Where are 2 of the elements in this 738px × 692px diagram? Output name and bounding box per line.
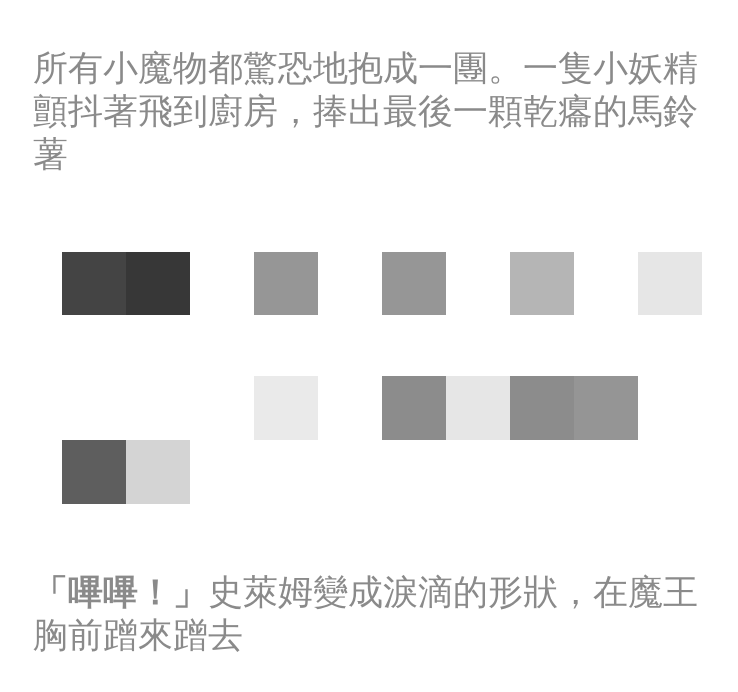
story-text: 「嗶嗶！」史萊姆變成淚滴的形狀，在魔王胸前蹭來蹭去 (33, 572, 699, 658)
story-text: 所有小魔物都驚恐地抱成一團。一隻小妖精顫抖著飛到廚房，捧出最後一顆乾癟的馬鈴薯 (33, 48, 699, 177)
